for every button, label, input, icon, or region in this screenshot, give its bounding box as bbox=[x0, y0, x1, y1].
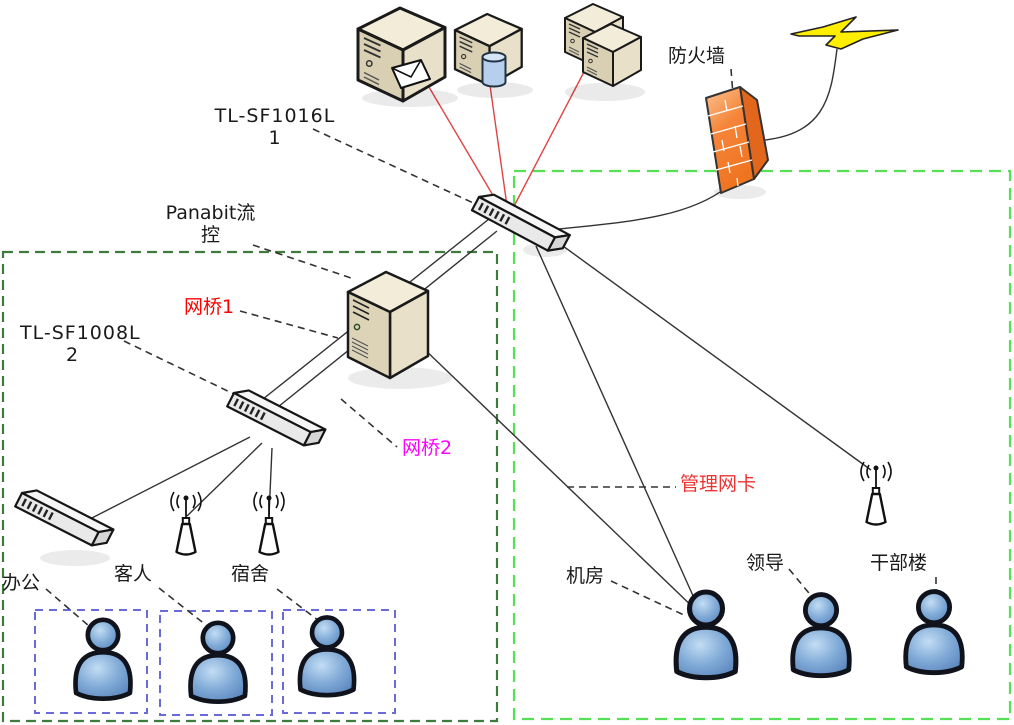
label-office: 办公 bbox=[2, 572, 41, 594]
envelope-icon bbox=[391, 59, 431, 89]
label-panabit: Panabit流 控 bbox=[163, 202, 258, 247]
shadows bbox=[40, 82, 766, 566]
database-server-icon bbox=[453, 12, 523, 88]
label-bridge1: 网桥1 bbox=[184, 296, 235, 318]
link-panabit-serverroom bbox=[419, 344, 699, 613]
link-firewall-coreswitch bbox=[558, 186, 728, 230]
label-serverroom: 机房 bbox=[566, 565, 605, 587]
user-icon-office bbox=[76, 620, 131, 699]
link-switch2-ap1 bbox=[186, 442, 263, 517]
label-cadre: 干部楼 bbox=[870, 552, 928, 574]
core-switch-icon bbox=[470, 187, 571, 258]
database-cylinder-icon bbox=[481, 57, 507, 88]
connection-lines bbox=[87, 48, 872, 619]
label-switch1: TL-SF1016L 1 bbox=[205, 105, 345, 150]
leader-leader bbox=[788, 568, 814, 599]
link-switch2-minisw bbox=[87, 436, 251, 521]
link-coreswitch-serverroom bbox=[535, 245, 704, 619]
label-switch1-line2: 1 bbox=[268, 126, 282, 149]
leader-bridge1 bbox=[239, 310, 339, 339]
left-zone-border bbox=[1, 250, 499, 723]
user-boxes bbox=[34, 609, 396, 716]
user-box-office bbox=[34, 609, 148, 714]
mini-switch-icon bbox=[14, 483, 115, 552]
leader-bridge2 bbox=[340, 398, 398, 448]
brick-pattern bbox=[707, 99, 753, 187]
label-panabit-line1: Panabit流 bbox=[165, 202, 256, 224]
firewall-icon bbox=[705, 86, 769, 194]
leader-serverroom bbox=[610, 580, 687, 617]
label-guest: 客人 bbox=[114, 563, 153, 585]
user-box-dorm bbox=[282, 609, 396, 714]
label-dorm: 宿舍 bbox=[231, 563, 270, 585]
user-box-guest bbox=[159, 610, 273, 716]
label-panabit-line2: 控 bbox=[200, 223, 220, 246]
wireless-ap-icon-right bbox=[859, 460, 893, 526]
label-firewall: 防火墙 bbox=[668, 45, 726, 67]
leader-guest bbox=[158, 587, 212, 630]
lightning-bolt-icon bbox=[790, 16, 899, 50]
user-icon-guest bbox=[191, 623, 246, 702]
label-switch2: TL-SF1008L 2 bbox=[20, 322, 141, 367]
label-switch1-line1: TL-SF1016L bbox=[214, 105, 336, 127]
label-switch2-line1: TL-SF1008L bbox=[20, 322, 141, 344]
leader-office bbox=[45, 588, 90, 627]
wireless-ap-icon-dorm bbox=[252, 490, 286, 556]
label-switch2-line2: 2 bbox=[65, 343, 80, 366]
right-zone-border bbox=[512, 169, 1012, 721]
link-coreswitch-ap3 bbox=[551, 237, 872, 471]
label-leader: 领导 bbox=[746, 552, 785, 574]
mail-server-icon bbox=[356, 6, 447, 103]
user-icon-serverroom bbox=[676, 592, 736, 678]
wireless-ap-icon-guest bbox=[169, 490, 203, 556]
leader-switch2 bbox=[123, 340, 239, 397]
leader-panabit bbox=[252, 244, 355, 280]
link-clusterserver-coreswitch bbox=[510, 69, 586, 213]
link-internet-firewall bbox=[751, 48, 838, 142]
cluster-server-icon bbox=[564, 3, 642, 87]
user-icon-cadre bbox=[906, 592, 963, 673]
label-mgmt-nic: 管理网卡 bbox=[680, 473, 757, 495]
label-bridge2: 网桥2 bbox=[402, 437, 453, 459]
panabit-server-icon bbox=[346, 270, 430, 380]
user-icon-leader bbox=[793, 595, 850, 676]
user-icon-dorm bbox=[300, 617, 354, 695]
